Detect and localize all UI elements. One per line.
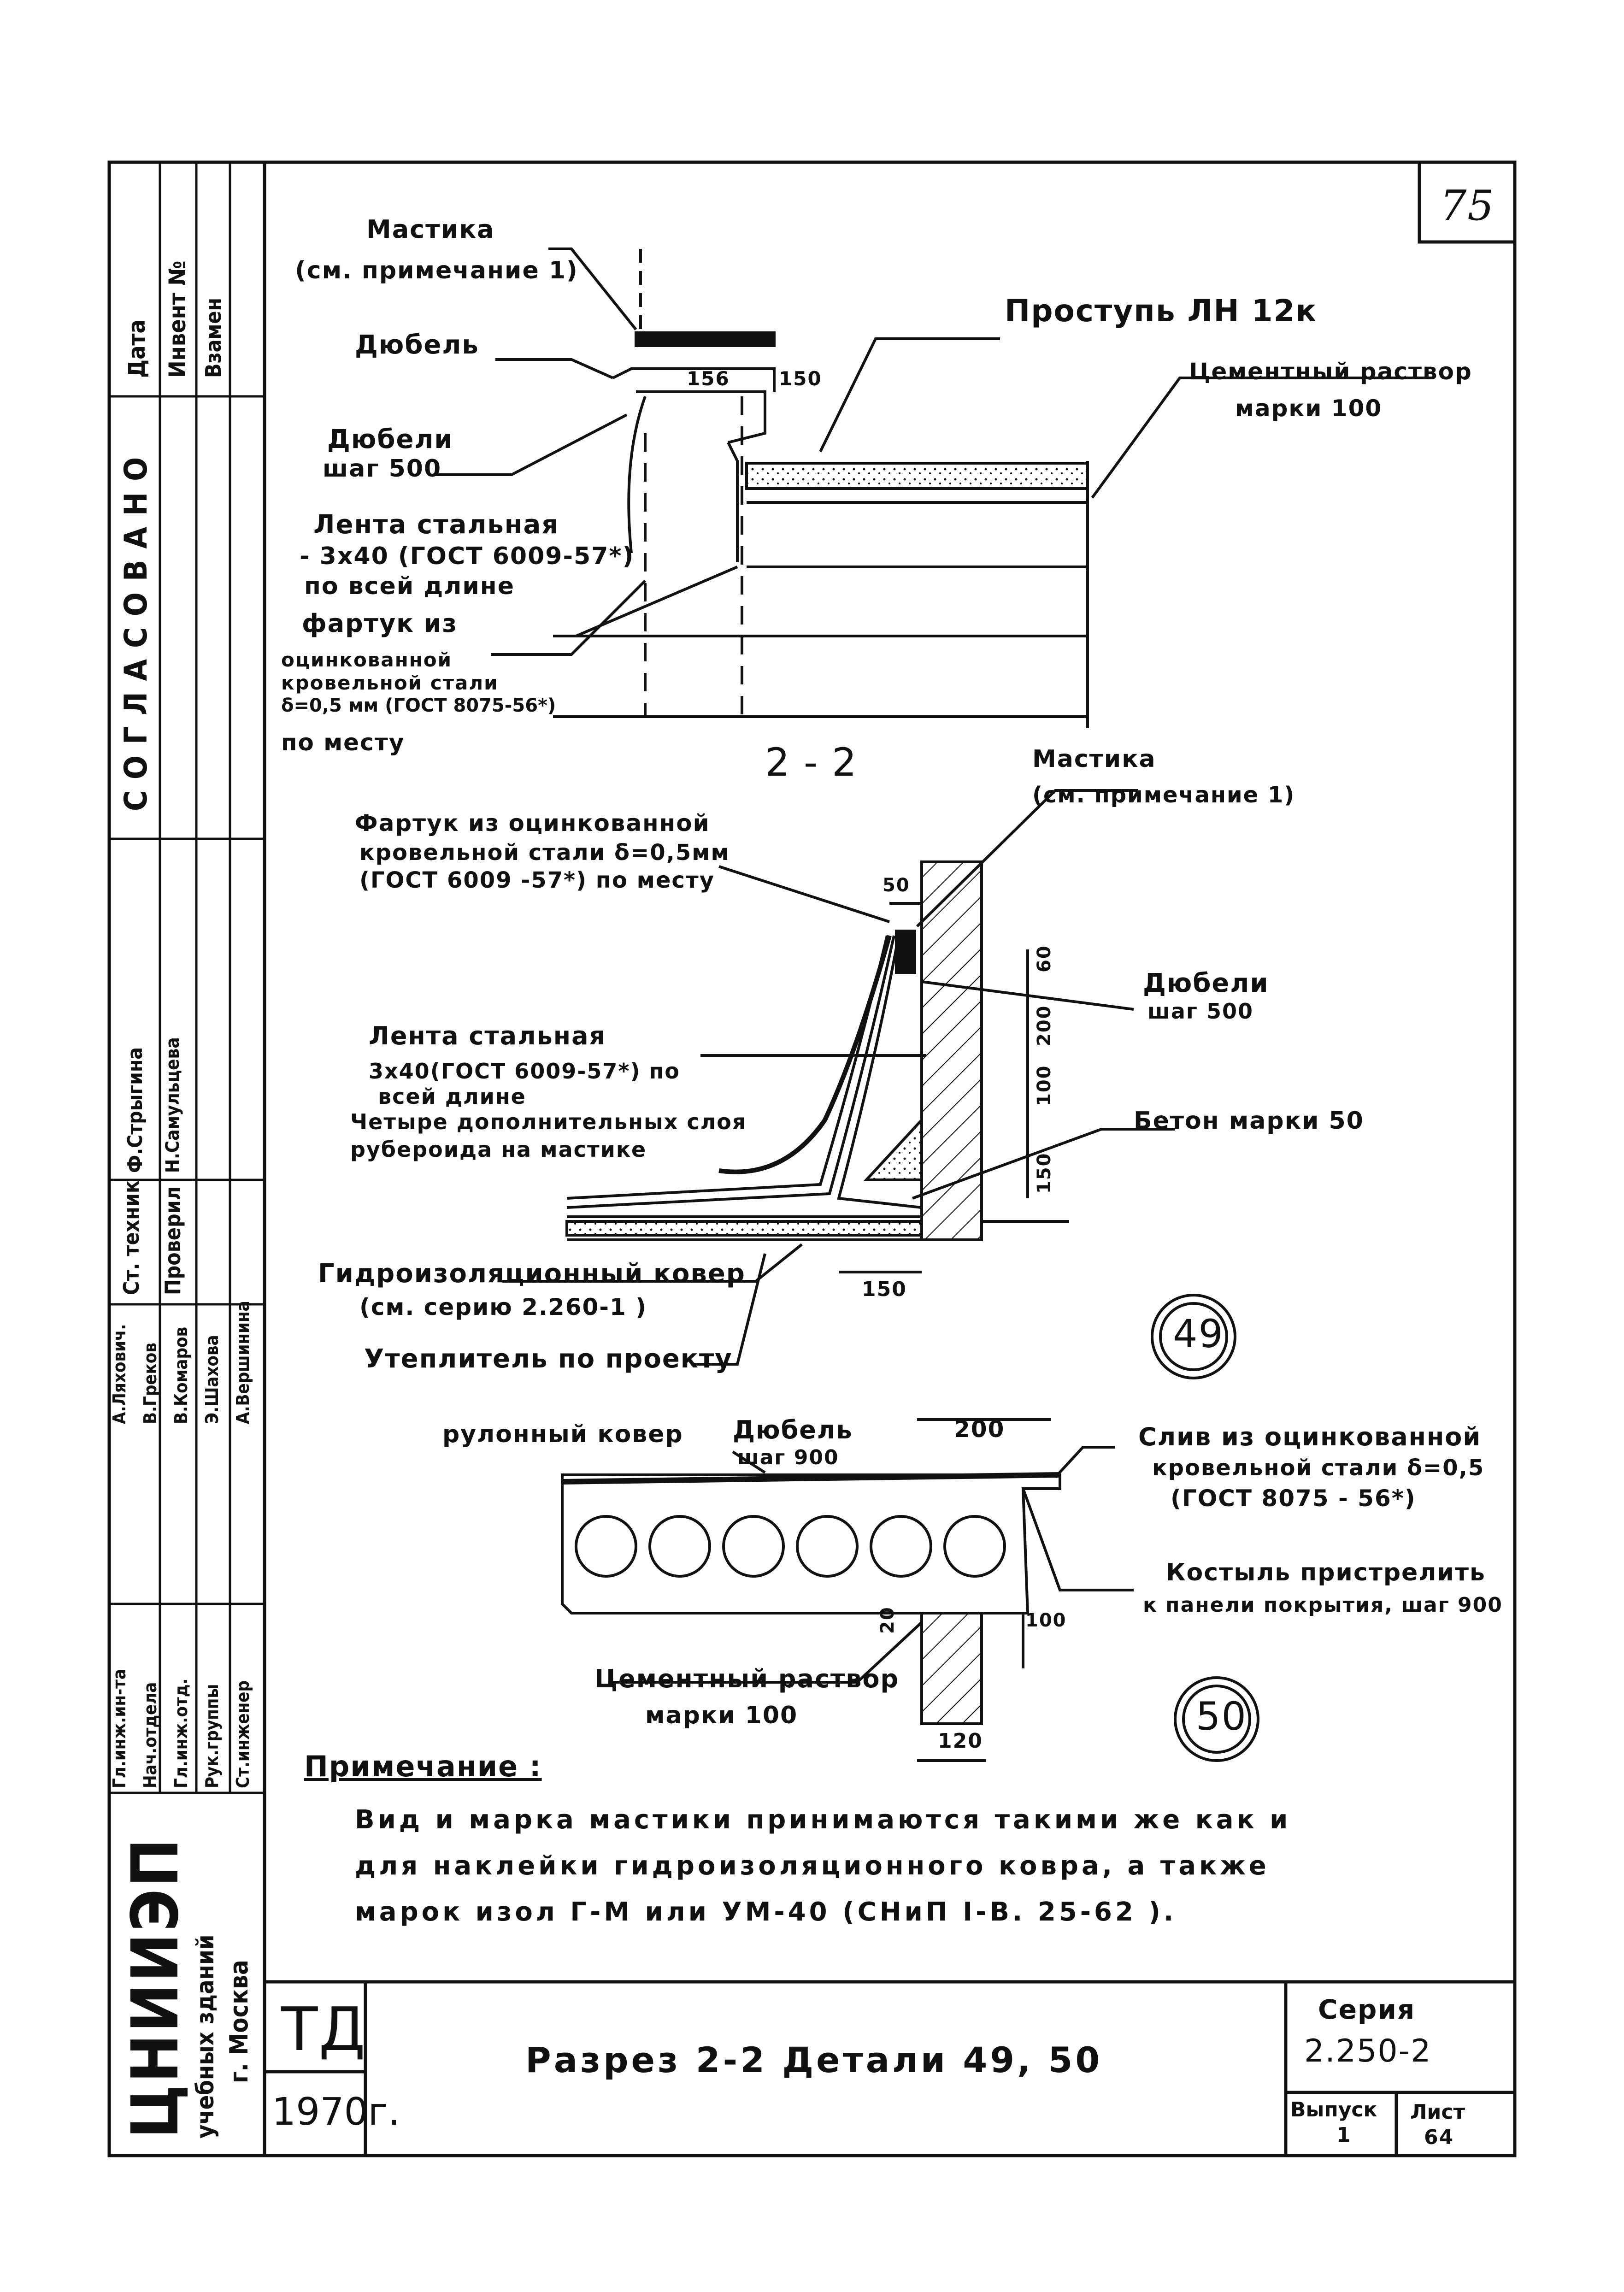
top-lenta-3: по всей длине xyxy=(304,572,515,600)
series-label: Серия xyxy=(1318,1994,1416,2025)
sec-lenta-2: 3х40(ГОСТ 6009-57*) по xyxy=(369,1059,680,1084)
note-line-3: марок изол Г-М или УМ-40 (СНиП I-В. 25-6… xyxy=(355,1897,1177,1927)
side-stamp-grid xyxy=(109,162,265,1794)
top-fartuk-5: по месту xyxy=(281,729,405,756)
sec-fartuk-1: Фартук из оцинкованной xyxy=(355,810,710,837)
series-value: 2.250-2 xyxy=(1304,2033,1432,2069)
note-heading: Примечание : xyxy=(304,1750,542,1783)
top-lenta-2: - 3х40 (ГОСТ 6009-57*) xyxy=(300,542,635,570)
stamp-name-3: В.Комаров xyxy=(171,1326,191,1424)
top-mastika-note: (см. примечание 1) xyxy=(295,257,578,284)
sec-dim-150-h: 150 xyxy=(862,1278,907,1301)
d50-cement-2: марки 100 xyxy=(645,1702,798,1729)
sec-dim-60: 60 xyxy=(1034,945,1055,972)
top-fartuk-3: кровельной стали xyxy=(281,672,499,694)
sec-fartuk-3: (ГОСТ 6009 -57*) по месту xyxy=(359,867,715,893)
stamp-name-2: В.Греков xyxy=(140,1343,160,1424)
stamp-st-tech-name: Ф.Стрыгина xyxy=(124,1047,147,1173)
sec-dim-200: 200 xyxy=(1034,1005,1055,1047)
d50-dim-20: 20 xyxy=(877,1606,898,1634)
top-cement-2: марки 100 xyxy=(1235,395,1383,422)
d50-dim-120: 120 xyxy=(938,1729,983,1753)
stamp-replace: Взамен xyxy=(201,297,226,378)
d50-sliv-2: кровельной стали δ=0,5 xyxy=(1152,1455,1485,1481)
top-prostup: Проступь ЛН 12к xyxy=(1005,293,1318,329)
note-line-1: Вид и марка мастики принимаются такими ж… xyxy=(355,1805,1291,1835)
d50-cement-1: Цементный раствор xyxy=(594,1664,900,1693)
d50-kostyl-1: Костыль пристрелить xyxy=(1166,1559,1486,1586)
org-line-2: г. Москва xyxy=(224,1960,253,2083)
issue-label: Выпуск xyxy=(1290,2098,1377,2121)
sec-dim-150-v: 150 xyxy=(1034,1152,1055,1194)
org-line-1: учебных зданий xyxy=(192,1934,219,2139)
top-detail-drawing xyxy=(433,247,1433,728)
section-2-2-drawing xyxy=(502,789,1175,1366)
issue-value: 1 xyxy=(1336,2123,1352,2147)
detail-49-label: 49 xyxy=(1173,1311,1224,1356)
d50-dubel: Дюбель xyxy=(733,1415,853,1444)
top-dim-156: 156 xyxy=(687,367,730,390)
d50-dim-100: 100 xyxy=(1025,1610,1067,1631)
d50-sliv-1: Слив из оцинкованной xyxy=(1138,1422,1482,1451)
page-number: 75 xyxy=(1440,182,1495,230)
sec-kover-1: Гидроизоляционный ковер xyxy=(318,1259,746,1289)
top-dubeli: Дюбели xyxy=(327,424,453,454)
sec-layers-1: Четыре дополнительных слоя xyxy=(350,1109,747,1134)
top-cement-1: Цементный раствор xyxy=(1189,358,1472,385)
sec-layers-2: рубероида на мастике xyxy=(350,1137,647,1162)
d50-dubel-step: шаг 900 xyxy=(737,1446,839,1469)
sec-lenta-3: всей длине xyxy=(378,1084,526,1109)
sheet-value: 64 xyxy=(1424,2126,1454,2149)
stamp-date: Дата xyxy=(124,319,150,378)
stamp-checked: Проверил xyxy=(160,1186,185,1295)
detail-50-drawing xyxy=(561,1418,1134,1762)
top-fartuk-2: оцинкованной xyxy=(281,648,453,671)
stamp-agreed: СОГЛАСОВАНО xyxy=(118,446,154,811)
sheet-title: Разрез 2-2 Детали 49, 50 xyxy=(525,2039,1103,2080)
top-fartuk-4: δ=0,5 мм (ГОСТ 8075-56*) xyxy=(281,695,556,716)
stamp-role-5: Ст.инженер xyxy=(233,1680,253,1788)
stamp-role-2: Нач.отдела xyxy=(140,1682,160,1788)
detail-50-label: 50 xyxy=(1196,1694,1247,1739)
d50-kostyl-2: к панели покрытия, шаг 900 xyxy=(1143,1593,1503,1617)
org-name: ЦНИИЭП xyxy=(118,1837,193,2139)
stamp-name-4: Э.Шахова xyxy=(202,1335,222,1424)
sheet-label: Лист xyxy=(1410,2100,1465,2124)
stamp-st-tech: Ст. техник xyxy=(119,1180,144,1295)
stamp-role-3: Гл.инж.отд. xyxy=(171,1678,191,1788)
d50-rulon: рулонный ковер xyxy=(442,1420,683,1448)
section-2-2-title: 2 - 2 xyxy=(765,740,858,785)
stamp-name-5: А.Вершинина xyxy=(233,1301,253,1424)
d50-dim-200: 200 xyxy=(954,1416,1005,1443)
stamp-role-4: Рук.группы xyxy=(202,1684,222,1788)
year: 1970г. xyxy=(272,2090,400,2134)
d50-sliv-3: (ГОСТ 8075 - 56*) xyxy=(1171,1485,1416,1512)
sec-dim-100: 100 xyxy=(1034,1065,1055,1107)
sec-beton: Бетон марки 50 xyxy=(1134,1107,1364,1135)
top-fartuk-1: фартук из xyxy=(302,609,458,638)
sec-lenta-1: Лента стальная xyxy=(369,1021,606,1050)
sec-fartuk-2: кровельной стали δ=0,5мм xyxy=(359,840,730,866)
sec-uteplitel: Утеплитель по проекту xyxy=(364,1344,733,1374)
sec-dubeli-step: шаг 500 xyxy=(1147,999,1253,1024)
sec-kover-2: (см. серию 2.260-1 ) xyxy=(359,1294,647,1320)
top-mastika: Мастика xyxy=(366,215,495,244)
sec-mastika: Мастика xyxy=(1032,745,1156,773)
td-mark: ТД xyxy=(281,1994,366,2064)
stamp-checked-name: Н.Самульцева xyxy=(162,1037,183,1173)
stamp-inventory: Инвент № xyxy=(164,260,191,378)
sec-dubeli: Дюбели xyxy=(1143,968,1269,998)
top-dubel: Дюбель xyxy=(355,330,479,360)
sec-dim-50: 50 xyxy=(883,875,910,896)
top-dubeli-step: шаг 500 xyxy=(323,455,442,483)
stamp-name-1: А.Ляхович. xyxy=(109,1324,129,1424)
top-dim-150: 150 xyxy=(779,367,822,390)
sec-mastika-note: (см. примечание 1) xyxy=(1032,782,1295,808)
top-lenta-1: Лента стальная xyxy=(313,510,559,540)
note-line-2: для наклейки гидроизоляционного ковра, а… xyxy=(355,1851,1270,1881)
stamp-role-1: Гл.инж.ин-та xyxy=(109,1668,129,1788)
detail-circles xyxy=(1151,1294,1259,1762)
sheet-frame xyxy=(107,160,1517,2157)
